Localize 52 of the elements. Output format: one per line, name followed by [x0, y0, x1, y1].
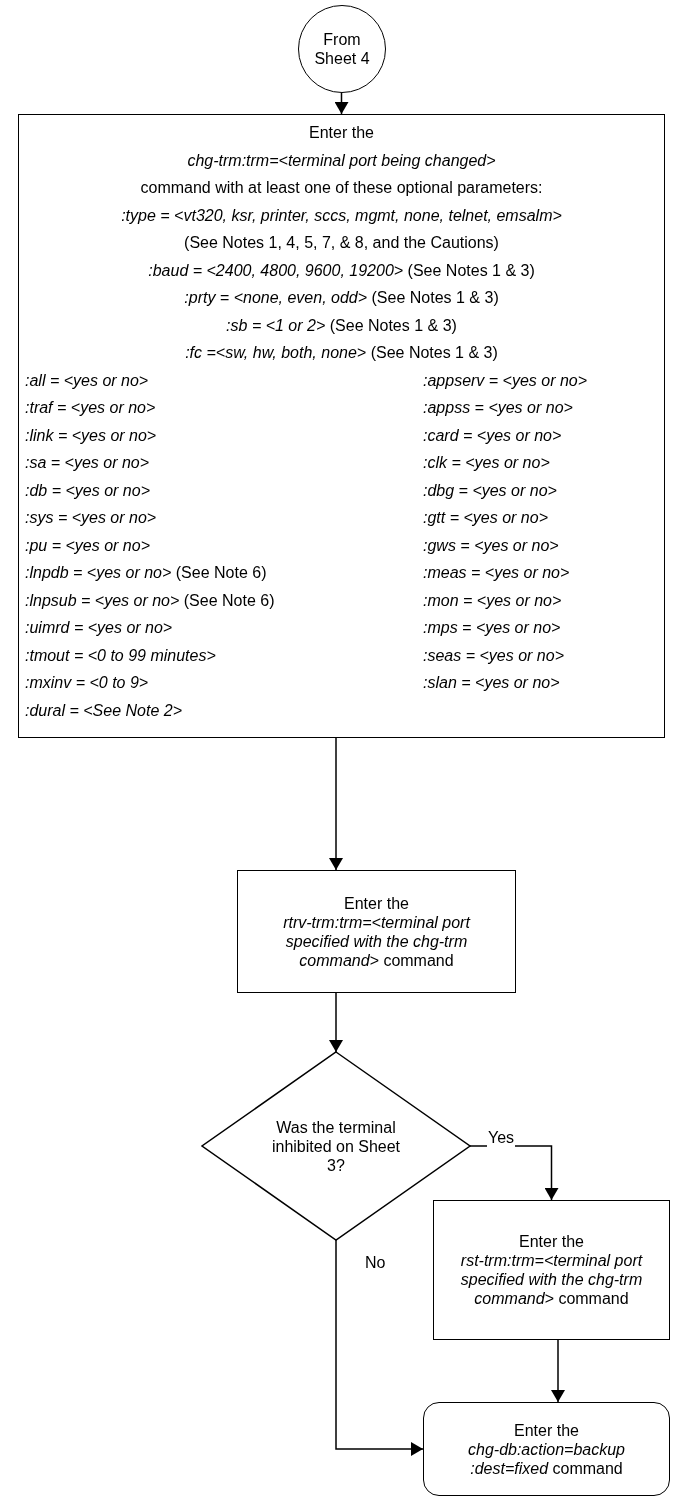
parameter-text: :tmout = <0 to 99 minutes>	[25, 645, 217, 666]
parameter-text: :clk = <yes or no>	[423, 453, 551, 473]
note-reference: (See Notes 1, 4, 5, 7, & 8, and the Cautions)	[184, 233, 499, 253]
parameter-text: :baud = <2400, 4800, 9600, 19200> (See Notes 1 & 3)	[148, 260, 535, 281]
parameter-text: :mon = <yes or no>	[423, 590, 563, 611]
parameter-text: :appss = <yes or no>	[423, 398, 574, 418]
arrow	[334, 92, 349, 115]
parameter-text: :appserv = <yes or no>	[423, 370, 589, 391]
parameter-text: :seas = <yes or no>	[423, 645, 565, 666]
terminal-box	[423, 1402, 670, 1496]
arrow	[335, 1239, 424, 1456]
parameter-text: :type = <vt320, ksr, printer, sccs, mgmt, none, telnet, emsalm>	[121, 205, 562, 226]
step-heading: Enter the	[309, 123, 374, 143]
arrow	[551, 1339, 565, 1403]
parameter-text: :sys = <yes or no>	[25, 508, 158, 528]
parameter-text: :slan = <yes or no>	[423, 673, 561, 693]
parameter-text: :db = <yes or no>	[25, 480, 151, 501]
command-text: rst-trm:trm=<terminal port specified with the chg-trm command> command	[459, 1251, 644, 1308]
question-text: Was the terminal inhibited on Sheet 3?	[270, 1117, 402, 1175]
parameter-text: :gtt = <yes or no>	[423, 508, 549, 528]
parameter-text: :mps = <yes or no>	[423, 618, 562, 638]
parameter-text: :mxinv = <0 to 9>	[25, 673, 150, 693]
edge-label: Yes	[487, 1129, 516, 1147]
parameter-text: :fc =<sw, hw, both, none> (See Notes 1 & 3)	[185, 343, 498, 363]
parameter-text: :lnpdb = <yes or no> (See Note 6)	[25, 563, 268, 583]
parameter-text: :gws = <yes or no>	[423, 535, 560, 556]
command-text: chg-db:action=backup :dest=fixed command	[467, 1439, 626, 1478]
process-box	[433, 1200, 670, 1340]
arrow	[329, 992, 343, 1053]
parameter-text: :lnpsub = <yes or no> (See Note 6)	[25, 590, 276, 611]
parameter-text: :link = <yes or no>	[25, 425, 158, 446]
parameter-text: :prty = <none, even, odd> (See Notes 1 & 3)	[184, 288, 499, 308]
command-text: chg-trm:trm=<terminal port being changed> command with at least one of these optional parameters:	[140, 150, 543, 198]
parameter-text: :pu = <yes or no>	[25, 535, 151, 556]
command-text: rtrv-trm:trm=<terminal port specified with the chg-trm command> command	[282, 912, 472, 970]
parameter-text: :sa = <yes or no>	[25, 453, 151, 473]
decision-diamond	[202, 1052, 470, 1240]
sheet-reference-text: From Sheet 4	[313, 30, 371, 68]
step-heading: Enter the	[519, 1232, 584, 1251]
parameter-text: :card = <yes or no>	[423, 425, 563, 446]
step-heading: Enter the	[344, 893, 409, 913]
parameter-text: :dural = <See Note 2>	[25, 700, 183, 721]
parameter-text: :dbg = <yes or no>	[423, 480, 558, 501]
parameter-text: :sb = <1 or 2> (See Notes 1 & 3)	[226, 315, 457, 336]
parameter-text: :meas = <yes or no>	[423, 563, 571, 583]
parameter-text: :traf = <yes or no>	[25, 398, 157, 418]
process-box	[237, 870, 516, 993]
parameter-text: :all = <yes or no>	[25, 370, 150, 391]
arrow	[329, 737, 343, 871]
parameter-text: :uimrd = <yes or no>	[25, 618, 174, 638]
step-heading: Enter the	[514, 1420, 579, 1440]
process-box	[18, 114, 665, 738]
